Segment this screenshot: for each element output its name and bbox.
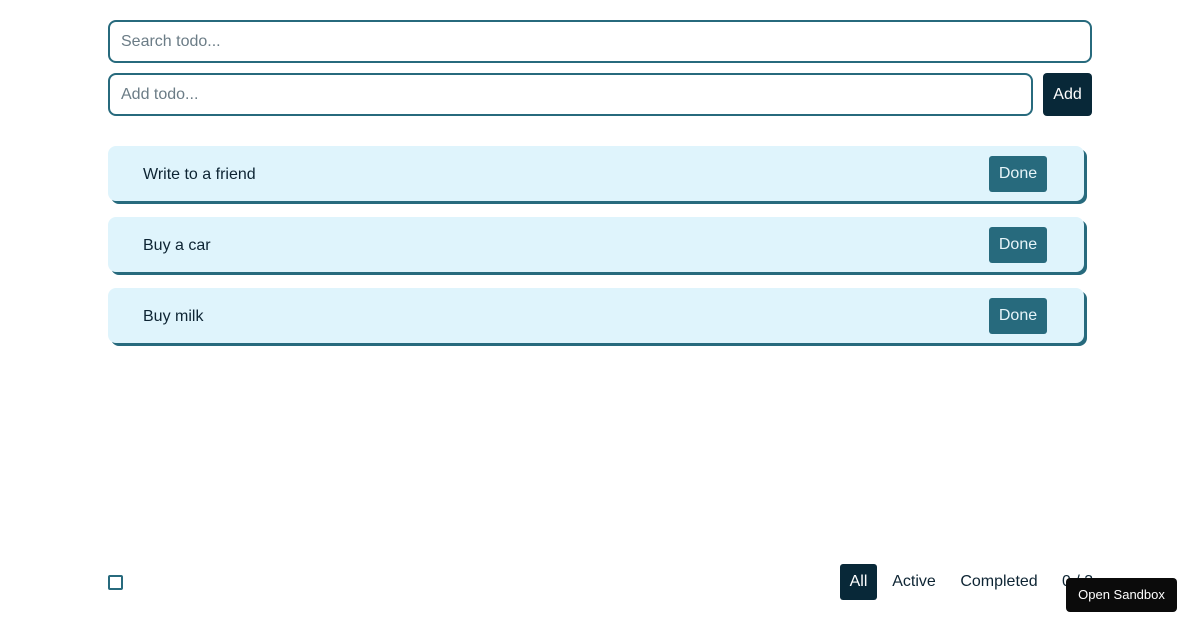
todo-item: Write to a friend Done (108, 146, 1084, 201)
todo-list: Write to a friend Done Buy a car Done Bu… (108, 146, 1084, 359)
filter-active-button[interactable]: Active (892, 573, 936, 590)
done-button[interactable]: Done (989, 298, 1047, 334)
todo-text: Buy a car (143, 237, 211, 254)
todo-item: Buy milk Done (108, 288, 1084, 343)
open-sandbox-button[interactable]: Open Sandbox (1066, 578, 1177, 612)
toggle-all-checkbox[interactable] (108, 575, 123, 590)
filter-all-button[interactable]: All (840, 564, 877, 600)
add-button[interactable]: Add (1043, 73, 1092, 116)
search-input[interactable] (108, 20, 1092, 63)
add-todo-input[interactable] (108, 73, 1033, 116)
todo-item: Buy a car Done (108, 217, 1084, 272)
todo-text: Buy milk (143, 308, 204, 325)
done-button[interactable]: Done (989, 227, 1047, 263)
todo-text: Write to a friend (143, 166, 256, 183)
filter-completed-button[interactable]: Completed (960, 573, 1038, 590)
done-button[interactable]: Done (989, 156, 1047, 192)
